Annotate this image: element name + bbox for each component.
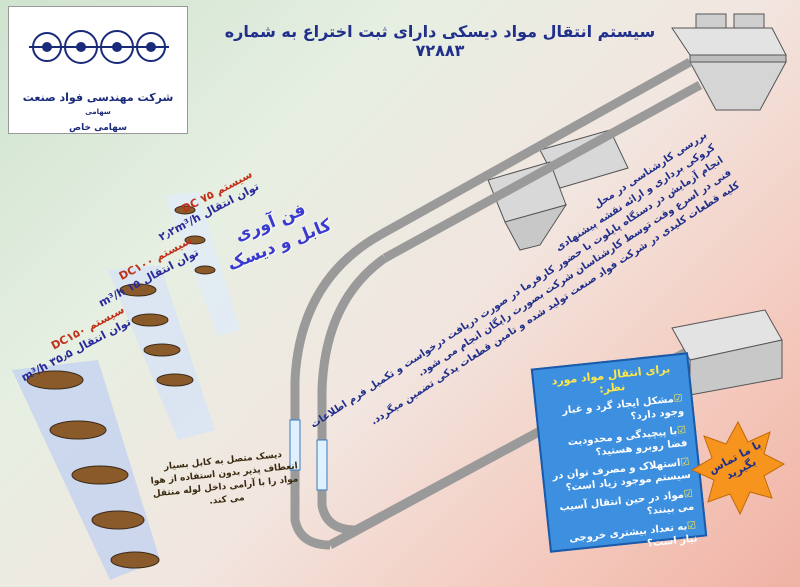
question-box: برای انتقال مواد مورد نظر: مشکل ایجاد گر… (530, 352, 708, 553)
contact-badge[interactable] (690, 420, 786, 516)
logo-disc-icon (29, 30, 169, 64)
company-type: سهامی خاص (69, 123, 127, 133)
page-title: سیستم انتقال مواد دیسکی دارای ثبت اختراع… (224, 22, 656, 60)
company-logo-box: شرکت مهندسی فواد صنعت سهامی سهامی خاص (8, 6, 188, 134)
company-suffix: سهامی (85, 108, 111, 116)
company-name: شرکت مهندسی فواد صنعت (22, 91, 174, 104)
